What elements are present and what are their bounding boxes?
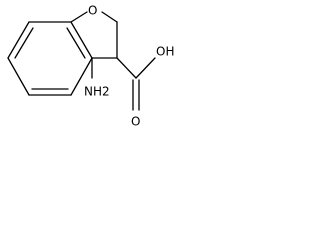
bond-benzene-2 — [7, 57, 30, 96]
pyran-ring — [70, 11, 118, 59]
bond-benzene-1 — [7, 21, 30, 59]
hydroxyl-label: OH — [156, 45, 174, 59]
double-bond-benzene-a — [14, 27, 34, 59]
amino-label: NH2 — [84, 85, 110, 99]
bond-benzene-5 — [70, 21, 93, 59]
ring-oxygen-label: O — [88, 4, 97, 18]
bond-benzene-4 — [70, 57, 93, 96]
substituents — [91, 57, 156, 111]
benzene-ring — [7, 21, 93, 96]
bond-to-carboxyl-carbon — [116, 57, 137, 79]
double-bond-benzene-c — [66, 27, 86, 59]
bond-aryl-to-ring-oxygen — [70, 11, 88, 23]
carboxyl-oxygen-label: O — [131, 115, 140, 129]
bond-ring-oxygen-to-ch2 — [101, 11, 118, 23]
bond-carboxyl-to-hydroxyl — [135, 57, 156, 79]
chemical-structure-diagram: O NH2 O OH — [7, 4, 174, 129]
